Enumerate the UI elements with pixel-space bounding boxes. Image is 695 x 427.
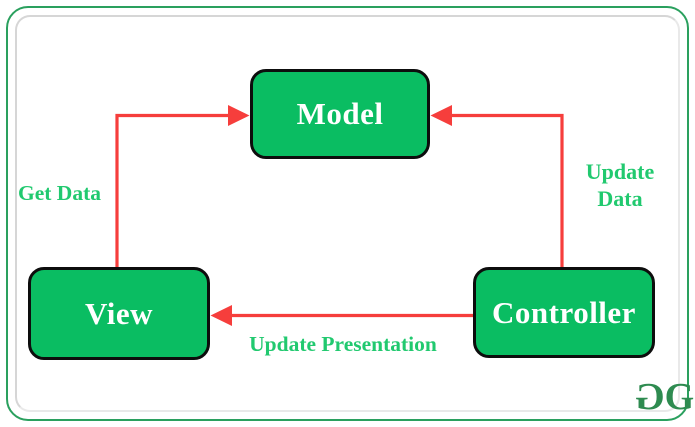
edge-label-update-presentation: Update Presentation [249,332,437,356]
edge-controller-to-model [452,113,564,268]
arrowhead-into-model-right [430,105,452,126]
node-model-label: Model [296,96,384,131]
arrowhead-into-model-left [228,105,250,126]
node-view-label: View [85,295,153,331]
geeksforgeeks-logo-g: G [664,376,694,418]
edge-view-to-model [115,113,229,267]
geeksforgeeks-logo-g-flipped: G [639,376,665,418]
edge-label-update-data: Update Data [585,159,655,211]
node-controller: Controller [473,267,655,358]
node-controller-label: Controller [492,294,636,330]
node-model: Model [250,69,430,159]
node-view: View [28,267,210,360]
arrowhead-into-view-right [210,305,232,326]
geeksforgeeks-logo: GG [639,376,694,418]
edge-label-get-data: Get Data [18,181,101,205]
